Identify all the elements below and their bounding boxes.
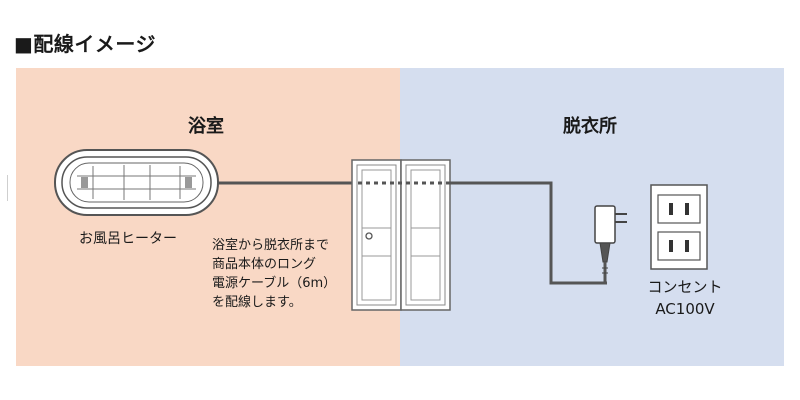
edge-mark [7,175,8,201]
wall-outlet-icon [650,184,708,270]
bath-heater-icon [54,149,219,216]
cable-note-line: 商品本体のロング [212,257,317,272]
heater-label: お風呂ヒーター [79,231,177,247]
dressing-room-area [400,68,784,366]
cable-note-line: を配線します。 [212,295,302,310]
cable-note: 浴室から脱衣所まで 商品本体のロング 電源ケーブル（6m） を配線します。 [212,236,336,312]
bathroom-label: 浴室 [188,116,224,137]
cable-note-line: 電源ケーブル（6m） [212,276,337,291]
page-title: ■配線イメージ [14,32,156,56]
outlet-label-name: コンセント [647,278,723,296]
door-icon [351,159,451,311]
plug-icon [594,205,627,283]
dressing-room-label: 脱衣所 [563,116,617,137]
cable-note-line: 浴室から脱衣所まで [212,238,330,253]
bathroom-area [16,68,400,366]
outlet-label-voltage: AC100V [655,300,715,318]
cable-segment [450,181,607,285]
outlet-label: コンセント AC100V [640,276,730,320]
